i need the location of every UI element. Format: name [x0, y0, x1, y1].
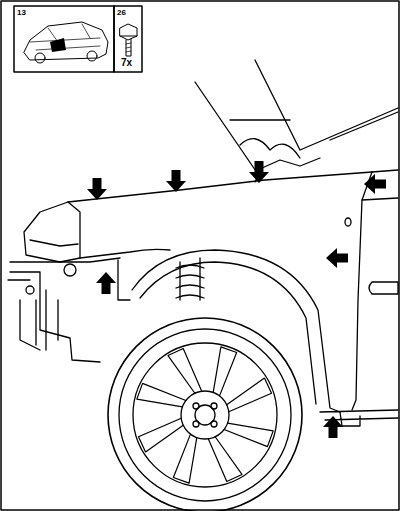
callout-number: 26	[117, 9, 126, 17]
wheel-spoke	[138, 418, 183, 452]
callout-number: 7x	[121, 58, 132, 68]
wheel-spoke	[137, 383, 186, 406]
wheel-spoke	[168, 348, 202, 393]
wheel-spoke	[213, 347, 236, 396]
callout-number: 13	[17, 9, 26, 17]
wheel-spoke	[224, 423, 273, 446]
wheel-spoke	[227, 378, 272, 412]
wheel-spoke	[173, 434, 196, 483]
wheel-spoke	[208, 437, 242, 482]
